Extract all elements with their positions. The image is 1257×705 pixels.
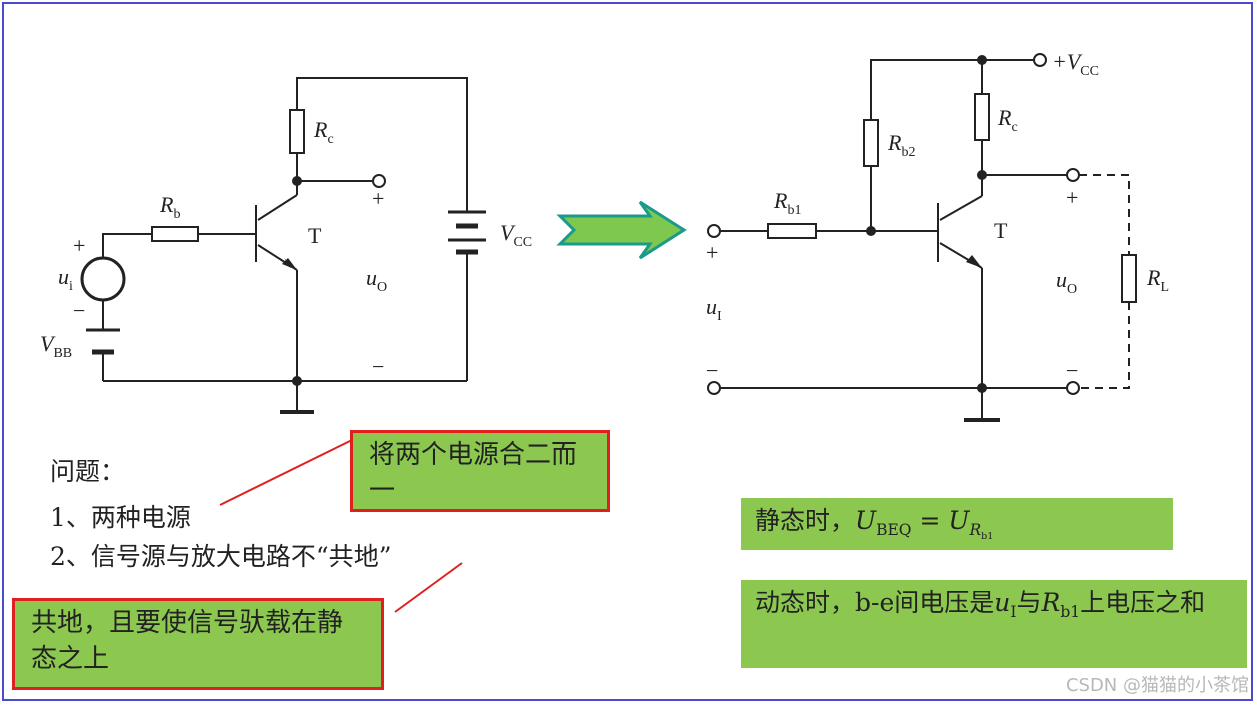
rb1-label: Rb1: [773, 188, 801, 218]
dynamic-mid: 与: [1016, 588, 1042, 617]
load-dashed-wires: [1079, 174, 1130, 389]
dynamic-r-sub: b1: [1060, 603, 1081, 621]
output-terminal-bottom: [1066, 381, 1080, 395]
dynamic-note: 动态时，b-e间电压是uI与Rb1上电压之和: [741, 580, 1247, 668]
emitter-arrow-right: [966, 255, 982, 268]
transform-arrow-icon: [556, 200, 687, 260]
uo-label-left: uO: [366, 265, 387, 295]
t-label-left: T: [308, 223, 322, 248]
static-note: 静态时，UBEQ = URb1: [741, 498, 1173, 550]
vbb-label: VBB: [40, 331, 72, 361]
pointer-line-2: [394, 562, 463, 613]
dynamic-r: R: [1041, 588, 1061, 617]
rc-label-left: Rc: [313, 117, 334, 147]
left-circuit-wires: [102, 77, 468, 412]
static-u2-subsub: b1: [981, 531, 994, 543]
rb2-label: Rb2: [887, 130, 915, 160]
ui-source-icon: [80, 256, 126, 302]
minus-out-right: −: [1066, 358, 1078, 383]
static-u2: U: [948, 506, 970, 535]
vcc-label-right: +VCC: [1052, 49, 1099, 79]
rl-label: RL: [1146, 265, 1169, 295]
pointer-line-1: [219, 439, 353, 506]
rc-label-right: Rc: [997, 105, 1018, 135]
static-eq: =: [911, 506, 949, 535]
node-dot: [292, 376, 302, 386]
questions-title: 问题：: [50, 457, 126, 486]
rb-resistor-left: [151, 226, 199, 242]
rc-resistor-right: [974, 93, 990, 141]
static-u1: U: [855, 506, 877, 535]
t-label-right: T: [994, 218, 1008, 243]
static-u1-sub: BEQ: [876, 521, 912, 539]
plus-in-left: +: [73, 233, 85, 258]
rl-resistor: [1121, 254, 1137, 303]
input-terminal-top: [707, 224, 721, 238]
vcc-label-left: VCC: [500, 220, 532, 250]
rc-resistor-left: [289, 109, 305, 154]
ui-label: ui: [58, 264, 73, 294]
right-circuit-wires: [720, 59, 1067, 420]
minus-in-right: −: [706, 358, 718, 383]
plus-out-right: +: [1066, 185, 1078, 210]
left-circuit-parts: [80, 109, 486, 414]
node-dot: [292, 176, 302, 186]
rb-label-left: Rb: [159, 192, 180, 222]
rb1-resistor: [767, 223, 817, 239]
dynamic-prefix: 动态时，b-e间电压是: [755, 588, 995, 617]
output-terminal-top: [1066, 168, 1080, 182]
question-item-1: 1、两种电源: [50, 503, 191, 532]
dynamic-suffix: 上电压之和: [1080, 588, 1206, 617]
dynamic-u: u: [994, 588, 1011, 617]
vcc-terminal: [1033, 53, 1047, 67]
minus-out-left: −: [372, 354, 384, 379]
static-prefix: 静态时，: [755, 506, 856, 535]
dynamic-u-sub: I: [1010, 603, 1017, 621]
rb2-resistor: [863, 119, 879, 167]
callout-common-ground: 共地，且要使信号驮载在静态之上: [12, 598, 384, 690]
plus-out-left: +: [372, 186, 384, 211]
input-terminal-bottom: [707, 381, 721, 395]
watermark: CSDN @猫猫的小茶馆: [1065, 675, 1249, 696]
right-circuit-parts: [707, 53, 1137, 422]
uo-label-right: uO: [1056, 267, 1077, 297]
question-item-2: 2、信号源与放大电路不“共地”: [50, 542, 392, 571]
output-terminal-left: [372, 174, 386, 188]
minus-in-left: −: [73, 298, 85, 323]
static-u2-sub: R: [969, 521, 982, 539]
callout-merge-sources: 将两个电源合二而一: [350, 430, 610, 512]
ui-label-right: uI: [706, 294, 722, 324]
plus-in-right: +: [706, 240, 718, 265]
